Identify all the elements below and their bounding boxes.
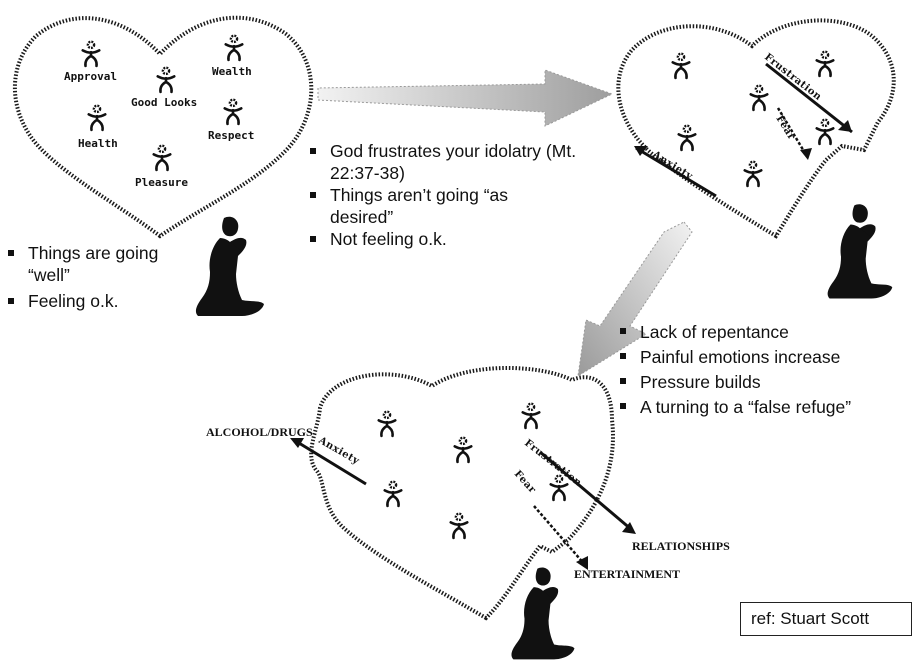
idol-good-looks: Good Looks (131, 66, 197, 109)
bullet-item: A turning to a “false refuge” (616, 395, 916, 420)
idol-label: Wealth (212, 65, 252, 78)
idol-approval: Approval (64, 40, 117, 83)
bullet-item: God frustrates your idolatry (Mt. 22:37-… (306, 140, 606, 184)
idol-wealth: Wealth (212, 34, 252, 78)
bullet-item: Lack of repentance (616, 320, 916, 345)
heart-panel2: Frustration Fear Anxiety (616, 18, 896, 239)
bullet-item: Things aren’t going “as desired” (306, 184, 570, 228)
idol-health: Health (78, 104, 118, 150)
panel2-bullets: God frustrates your idolatry (Mt. 22:37-… (306, 140, 606, 250)
praying-person-icon (195, 216, 264, 316)
idol-label: Good Looks (131, 96, 197, 109)
heart-panel1: Approval Good Looks Wealth Health Respec… (13, 15, 314, 239)
panel3-bullets: Lack of repentance Painful emotions incr… (616, 320, 916, 420)
bullet-item: Pressure builds (616, 370, 916, 395)
idol-label: Pleasure (135, 176, 188, 189)
arrow-panel1-to-panel2 (317, 69, 614, 127)
refuge-alcohol-drugs: ALCOHOL/DRUGS (206, 425, 313, 439)
idol-respect: Respect (208, 98, 254, 142)
bullet-item: Things are going “well” (4, 242, 204, 286)
idol-label: Approval (64, 70, 117, 83)
idol-label: Respect (208, 129, 254, 142)
reference-citation: ref: Stuart Scott (740, 602, 912, 636)
praying-person-icon (827, 204, 893, 299)
arrow-panel2-to-panel3 (577, 221, 693, 377)
refuge-relationships: RELATIONSHIPS (632, 539, 730, 553)
bullet-item: Feeling o.k. (4, 290, 204, 312)
refuge-entertainment: ENTERTAINMENT (574, 567, 680, 581)
idol-label: Health (78, 137, 118, 150)
idol-pleasure: Pleasure (135, 144, 188, 189)
bullet-item: Painful emotions increase (616, 345, 916, 370)
heart-panel3: Anxiety Frustration Fear (290, 365, 636, 621)
praying-person-icon (511, 567, 575, 660)
bullet-item: Not feeling o.k. (306, 228, 606, 250)
panel1-bullets: Things are going “well” Feeling o.k. (4, 242, 204, 312)
